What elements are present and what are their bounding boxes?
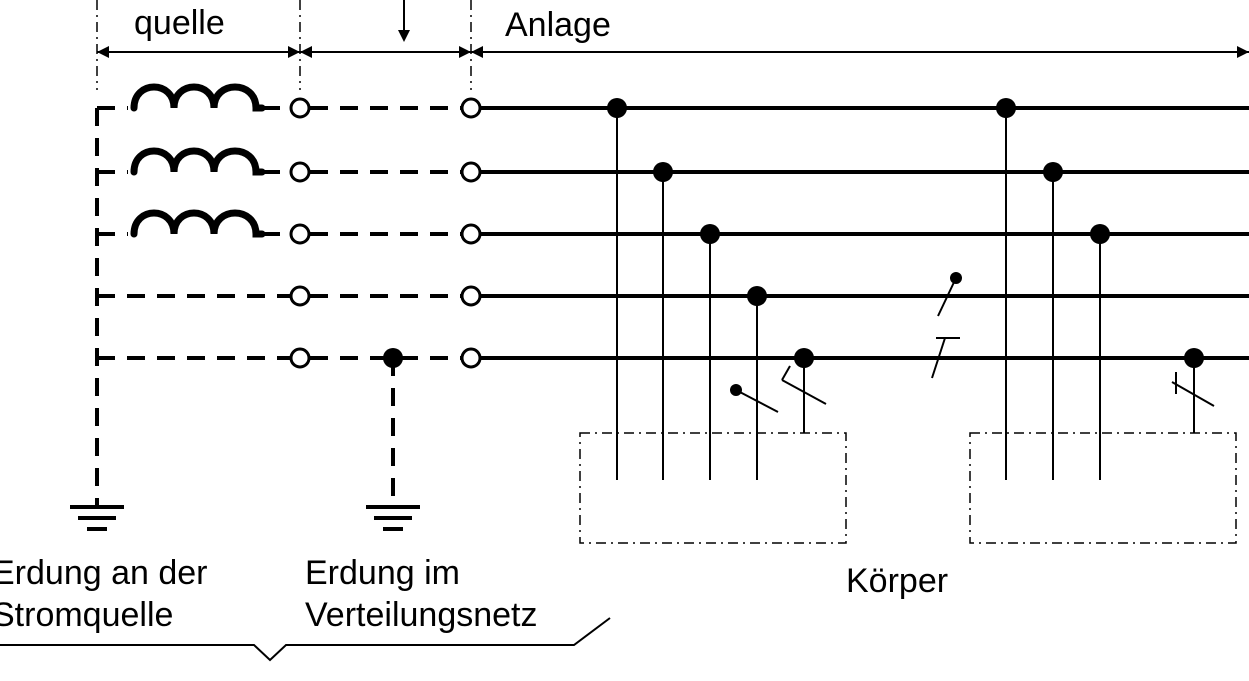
installation-conductors	[480, 106, 1249, 360]
terminal-circle-icon	[460, 347, 482, 369]
device-two-body	[969, 432, 1237, 544]
coil-winding-icon	[130, 147, 266, 176]
junction-dot-icon	[607, 98, 627, 118]
coil-winding-icon	[130, 209, 266, 238]
junction-dot-icon	[700, 224, 720, 244]
bodies-label: Körper	[846, 562, 948, 600]
terminal-circle-icon	[460, 161, 482, 183]
earthing-network-label-line1: Erdung im	[305, 554, 460, 592]
arrow-head-icon	[97, 46, 109, 58]
earthing-source-label-line2: Stromquelle	[0, 596, 173, 634]
section-dimensions	[96, 0, 1249, 90]
arrow-head-icon	[471, 46, 483, 58]
ground-symbol-icon	[70, 505, 124, 531]
installation-label: Anlage	[505, 6, 611, 44]
network-earthing	[366, 348, 420, 531]
junction-dot-icon	[1090, 224, 1110, 244]
switch-contact-icon	[931, 272, 962, 379]
ground-symbol-icon	[366, 505, 420, 531]
terminal-circle-icon	[289, 161, 311, 183]
terminal-circle-icon	[460, 285, 482, 307]
junction-dot-icon	[1184, 348, 1204, 368]
terminal-circle-icon	[289, 347, 311, 369]
earthing-source-label-line1: Erdung an der	[0, 554, 208, 592]
terminal-circle-icon	[289, 97, 311, 119]
down-arrow-icon	[398, 30, 410, 42]
switch-contact-icon	[730, 365, 827, 413]
device-one-body	[579, 432, 847, 544]
source-label: quelle	[134, 4, 225, 42]
switch-contact-icon	[1171, 372, 1215, 407]
source-earthing	[70, 106, 128, 531]
terminal-circle-icon	[289, 223, 311, 245]
junction-dot-icon	[653, 162, 673, 182]
arrow-head-icon	[288, 46, 300, 58]
junction-dot-icon	[1043, 162, 1063, 182]
source-windings	[130, 83, 266, 238]
terminal-circle-icon	[460, 97, 482, 119]
earthing-network-label-line2: Verteilungsnetz	[305, 596, 538, 634]
network-conductors	[97, 106, 462, 360]
junction-dot-icon	[794, 348, 814, 368]
terminals	[289, 97, 482, 369]
brace-line	[0, 617, 611, 662]
device-one	[579, 98, 847, 544]
terminal-circle-icon	[460, 223, 482, 245]
terminal-circle-icon	[289, 285, 311, 307]
arrow-head-icon	[300, 46, 312, 58]
arrow-head-icon	[459, 46, 471, 58]
junction-dot-icon	[996, 98, 1016, 118]
junction-dot-icon	[747, 286, 767, 306]
device-two	[969, 98, 1237, 544]
coil-winding-icon	[130, 83, 266, 112]
arrow-head-icon	[1237, 46, 1249, 58]
